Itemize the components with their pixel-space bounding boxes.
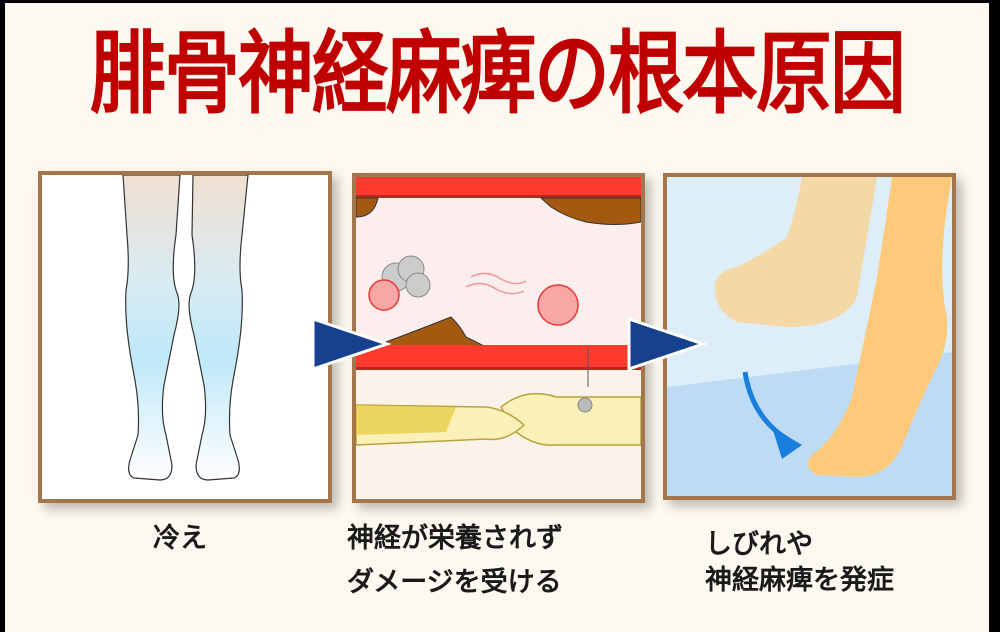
page-title: 腓骨神経麻痺の根本原因 bbox=[90, 20, 906, 126]
caption-line: しびれや bbox=[705, 529, 813, 560]
step-1-panel bbox=[38, 171, 332, 503]
step-3-panel bbox=[663, 173, 956, 500]
step-3-caption: しびれや 神経麻痺を発症 bbox=[705, 527, 894, 599]
foot-drop-icon bbox=[667, 177, 952, 496]
caption-line: ダメージを受ける bbox=[347, 567, 562, 598]
arrow-right-icon bbox=[311, 316, 392, 372]
blood-vessel-icon bbox=[356, 177, 641, 446]
infographic-canvas: 腓骨神経麻痺の根本原因 bbox=[5, 3, 989, 632]
step-2-panel bbox=[352, 173, 645, 503]
arrow-right-icon bbox=[627, 316, 708, 372]
cold-legs-icon bbox=[122, 175, 249, 481]
caption-line: 神経が栄養されず bbox=[347, 523, 563, 554]
caption-line: 冷え bbox=[153, 523, 207, 554]
step-2-caption: 神経が栄養されず ダメージを受ける bbox=[347, 517, 563, 605]
caption-line: 神経麻痺を発症 bbox=[705, 565, 894, 596]
step-1-caption: 冷え bbox=[153, 517, 207, 561]
